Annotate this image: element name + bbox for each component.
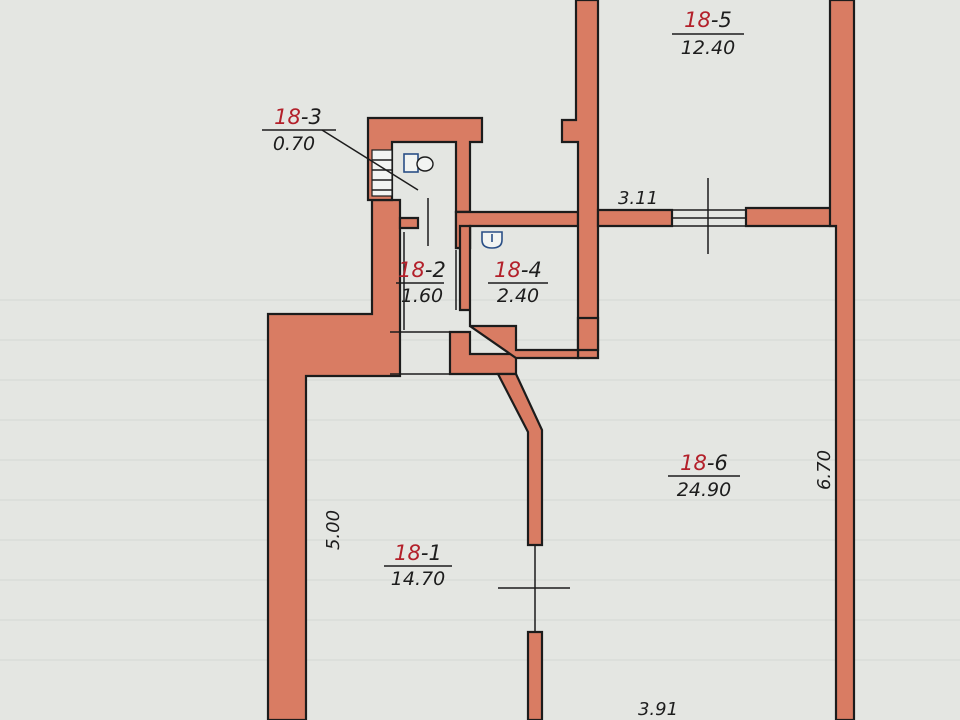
room-3-building: 18 (274, 105, 301, 129)
dimension-bottom-width: 3.91 (638, 699, 678, 720)
room-5-number: 5 (718, 8, 731, 32)
room-label-5: 18-5 12.40 (681, 8, 735, 59)
room-label-6: 18-6 24.90 (677, 451, 731, 501)
stairs-icon (371, 149, 393, 197)
room6-top-wall-left (596, 208, 674, 228)
room-6-building: 18 (680, 451, 707, 475)
room-2-number: 2 (432, 258, 445, 282)
right-outer-wall (828, 0, 856, 720)
room-2-area: 1.60 (401, 285, 443, 307)
room-label-3: 18-3 0.70 (273, 105, 322, 155)
room-label-4: 18-4 2.40 (494, 258, 542, 307)
svg-text:18-3: 18-3 (274, 105, 322, 129)
sink-icon (481, 231, 503, 249)
left-outer-wall (266, 198, 402, 720)
room-label-2: 18-2 1.60 (398, 258, 446, 307)
room-3-area: 0.70 (273, 133, 315, 155)
paper-texture (0, 299, 960, 661)
svg-text:18-6: 18-6 (680, 451, 728, 475)
room-4-number: 4 (528, 258, 541, 282)
corridor-top-wall (454, 210, 580, 250)
center-block-wall (448, 330, 518, 376)
svg-text:18-2: 18-2 (398, 258, 446, 282)
room-4-area: 2.40 (497, 285, 539, 307)
room-5-building: 18 (684, 8, 711, 32)
room-1-building: 18 (394, 541, 421, 565)
walls (266, 0, 856, 720)
room4-right-notch (576, 316, 600, 352)
room6-top-wall-right (744, 206, 838, 228)
dimension-right-height: 6.70 (814, 450, 835, 490)
room-6-number: 6 (714, 451, 727, 475)
dimension-left-height: 5.00 (323, 510, 344, 550)
room-4-building: 18 (494, 258, 521, 282)
room1-right-wall (526, 630, 544, 720)
room-2-building: 18 (398, 258, 425, 282)
svg-text:18-4: 18-4 (494, 258, 542, 282)
openings (390, 178, 746, 633)
toilet-icon (403, 153, 434, 173)
room-1-area: 14.70 (391, 568, 445, 590)
svg-text:18-5: 18-5 (684, 8, 732, 32)
room5-left-wall (560, 0, 600, 360)
svg-text:18-1: 18-1 (394, 541, 442, 565)
room-label-1: 18-1 14.70 (391, 541, 445, 590)
dimension-corridor-width: 3.11 (618, 188, 658, 209)
room3-leader-diagonal (321, 129, 419, 191)
room-1-number: 1 (428, 541, 441, 565)
room-3-number: 3 (308, 105, 321, 129)
room-6-area: 24.90 (677, 479, 731, 501)
wc-bottom-wall (398, 216, 420, 230)
room4-bottom-wall (458, 224, 580, 360)
room-5-area: 12.40 (681, 37, 735, 59)
